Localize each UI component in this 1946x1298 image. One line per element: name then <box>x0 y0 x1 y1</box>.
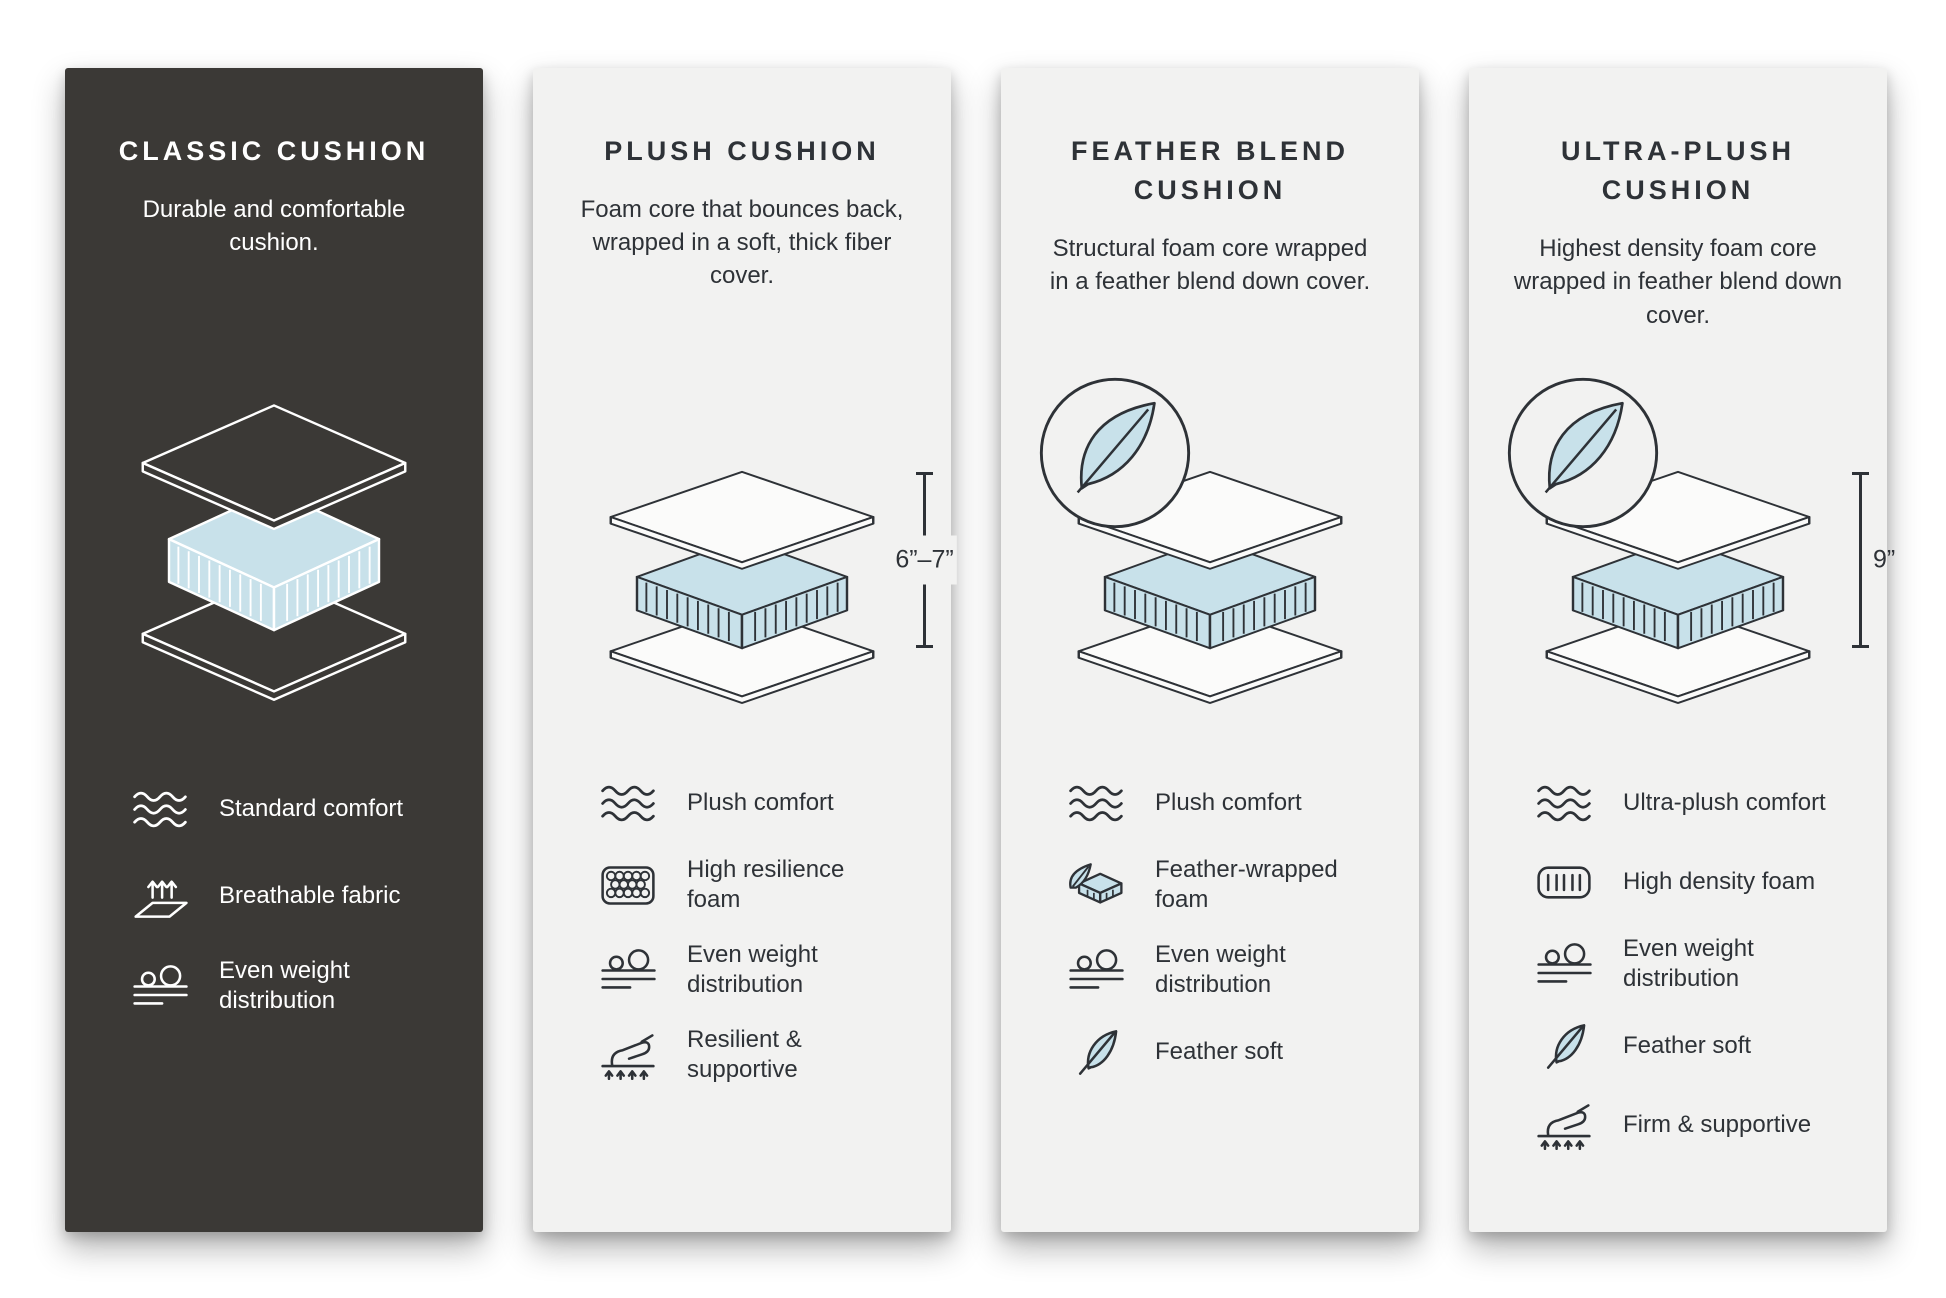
even-weight-icon <box>589 943 667 998</box>
cushion-layers-illustration <box>124 398 424 710</box>
press-support-icon <box>1525 1098 1603 1153</box>
feature-label: Standard comfort <box>219 795 404 823</box>
feather-badge-icon <box>1032 370 1198 536</box>
feature-row: Feather soft <box>1525 1019 1865 1074</box>
feature-label: Plush comfort <box>1155 789 1302 817</box>
waves-icon <box>1057 776 1135 831</box>
feature-label: Even weight distribution <box>1155 940 1286 999</box>
feature-label: High resilience foam <box>687 856 845 914</box>
feature-label: Ultra-plush comfort <box>1623 789 1826 817</box>
feature-row: Firm & supportive <box>1525 1098 1865 1153</box>
feature-list: Plush comfort Feather-wrapped foam Even … <box>1057 776 1397 1080</box>
feature-list: Plush comfort High resilience foam Even … <box>589 776 929 1086</box>
card-classic-cushion: CLASSIC CUSHION Durable and comfortable … <box>65 68 483 1232</box>
feather-badge-icon <box>1500 370 1666 536</box>
card-description: Durable and comfortable cushion. <box>142 196 406 257</box>
even-weight-icon <box>1057 943 1135 998</box>
card-title: ULTRA-PLUSH CUSHION <box>1561 136 1795 206</box>
height-label: 6”–7” <box>892 535 957 585</box>
height-dimension-bracket: 6”–7” <box>892 472 957 648</box>
card-description: Foam core that bounces back, wrapped in … <box>580 196 904 290</box>
card-title: PLUSH CUSHION <box>604 136 880 166</box>
feature-row: Standard comfort <box>121 782 461 837</box>
feature-label: Resilient & supportive <box>687 1025 802 1084</box>
feature-row: Even weight distribution <box>589 940 929 1001</box>
cushion-diagram <box>65 398 483 710</box>
press-support-icon <box>589 1028 667 1083</box>
diagram-box <box>1060 466 1360 711</box>
card-description: Structural foam core wrapped in a feathe… <box>1049 235 1371 296</box>
card-description: Highest density foam core wrapped in fea… <box>1513 235 1843 329</box>
feature-label: Feather soft <box>1155 1038 1284 1066</box>
feature-row: High density foam <box>1525 855 1865 910</box>
feature-row: Breathable fabric <box>121 869 461 924</box>
feature-row: Feather-wrapped foam <box>1057 855 1397 916</box>
density-foam-icon <box>1525 855 1603 910</box>
cushion-diagram <box>1001 466 1419 711</box>
feature-list: Standard comfort Breathable fabric Even … <box>121 782 461 1017</box>
feature-label: Feather soft <box>1623 1032 1752 1060</box>
height-dimension-bracket: 9” <box>1852 472 1895 648</box>
feature-label: Even weight distribution <box>687 940 818 999</box>
feather-icon <box>1525 1019 1603 1074</box>
foam-cells-icon <box>589 858 667 913</box>
cushion-diagram: 9” <box>1469 466 1895 711</box>
feature-row: Even weight distribution <box>121 956 461 1017</box>
even-weight-icon <box>1525 937 1603 992</box>
feature-label: Even weight distribution <box>219 957 350 1015</box>
card-title: FEATHER BLEND CUSHION <box>1071 136 1349 206</box>
feature-row: Plush comfort <box>1057 776 1397 831</box>
feature-label: Plush comfort <box>687 789 834 817</box>
feature-label: Even weight distribution <box>1623 935 1754 993</box>
breathable-icon <box>121 869 199 924</box>
feather-foam-icon <box>1057 858 1135 913</box>
diagram-box: 6”–7” <box>592 466 957 711</box>
cushion-diagram: 6”–7” <box>533 466 957 711</box>
diagram-box <box>124 398 424 710</box>
card-plush-cushion: PLUSH CUSHION Foam core that bounces bac… <box>533 68 957 1232</box>
feature-row: Plush comfort <box>589 776 929 831</box>
feature-row: Resilient & supportive <box>589 1025 929 1086</box>
feature-label: Firm & supportive <box>1623 1111 1812 1139</box>
feature-label: Feather-wrapped foam <box>1155 856 1338 914</box>
diagram-box: 9” <box>1528 466 1895 711</box>
card-ultra-plush-cushion: ULTRA-PLUSH CUSHION Highest density foam… <box>1469 68 1895 1232</box>
waves-icon <box>1525 776 1603 831</box>
waves-icon <box>589 776 667 831</box>
feature-label: Breathable fabric <box>219 882 401 910</box>
cushion-layers-illustration <box>592 466 892 711</box>
feature-row: High resilience foam <box>589 855 929 916</box>
feature-row: Even weight distribution <box>1057 940 1397 1001</box>
even-weight-icon <box>121 959 199 1014</box>
waves-icon <box>121 782 199 837</box>
card-title: CLASSIC CUSHION <box>118 136 430 166</box>
feature-row: Ultra-plush comfort <box>1525 776 1865 831</box>
feature-row: Even weight distribution <box>1525 934 1865 995</box>
feature-list: Ultra-plush comfort High density foam Ev… <box>1525 776 1865 1153</box>
card-feather-blend-cushion: FEATHER BLEND CUSHION Structural foam co… <box>1001 68 1419 1232</box>
feather-icon <box>1057 1025 1135 1080</box>
feature-label: High density foam <box>1623 868 1816 896</box>
feature-row: Feather soft <box>1057 1025 1397 1080</box>
height-label: 9” <box>1873 545 1896 574</box>
